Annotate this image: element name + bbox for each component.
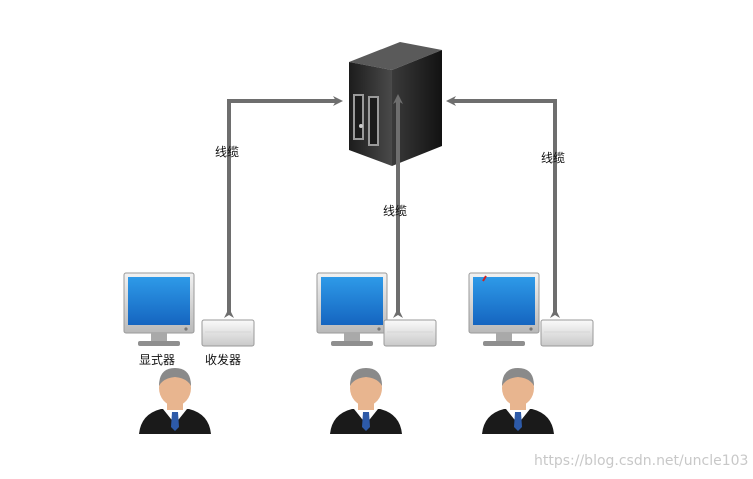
red-mark <box>482 275 487 282</box>
monitor-icon <box>468 272 540 347</box>
cable-label-left: 线缆 <box>215 145 240 159</box>
monitor-label: 显式器 <box>139 353 176 367</box>
monitor-icon <box>123 272 195 347</box>
user-icon <box>139 368 211 434</box>
cable-label-middle: 线缆 <box>383 204 408 218</box>
workstation-middle <box>316 272 437 434</box>
watermark: https://blog.csdn.net/uncle103 <box>534 453 749 469</box>
server-icon <box>349 42 442 166</box>
transceiver-label: 收发器 <box>205 353 242 367</box>
monitor-icon <box>316 272 388 347</box>
cable-left-arrow <box>224 96 343 318</box>
transceiver-icon <box>201 319 255 347</box>
cable-right-arrow <box>446 96 560 318</box>
cable-arrows <box>224 94 560 318</box>
workstation-right <box>468 272 594 434</box>
transceiver-icon <box>540 319 594 347</box>
user-icon <box>482 368 554 434</box>
cable-label-right: 线缆 <box>541 151 566 165</box>
user-icon <box>330 368 402 434</box>
transceiver-icon <box>383 319 437 347</box>
